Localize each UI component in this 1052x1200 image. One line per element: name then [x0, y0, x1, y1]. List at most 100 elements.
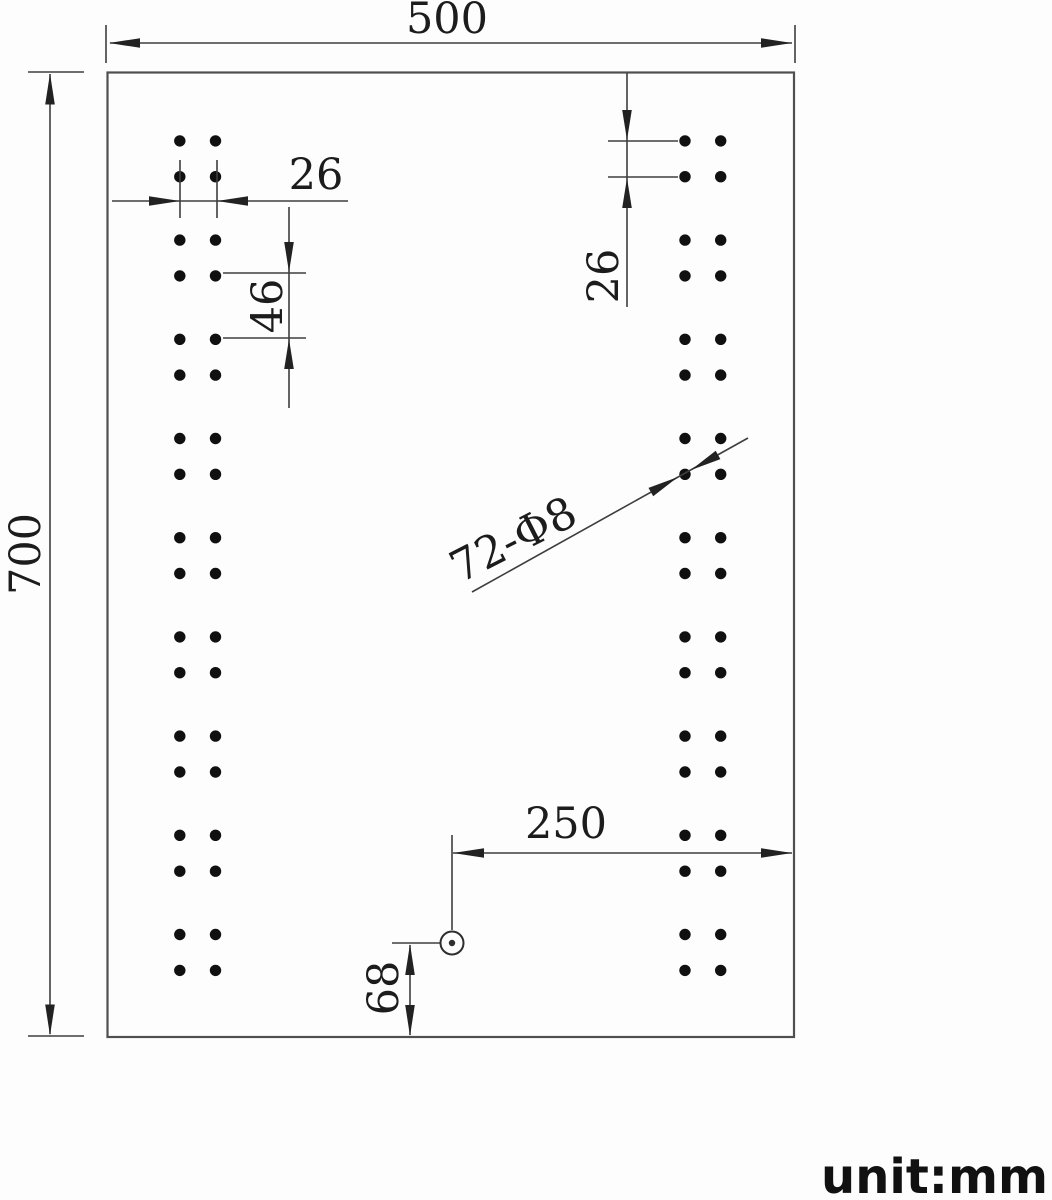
hole-dot [209, 171, 222, 183]
dim-datum-y-label: 68 [359, 961, 409, 1016]
dim-col-spacing: 26 [112, 150, 348, 218]
hole-dot [679, 829, 691, 841]
dim-col-spacing-label: 26 [289, 150, 344, 200]
arrowhead-upright-icon [648, 477, 678, 497]
hole-dot [715, 369, 727, 381]
hole-dot [715, 928, 727, 941]
hole-dot [209, 369, 222, 381]
hole-dot [715, 766, 727, 778]
hole-dot [174, 135, 186, 147]
hole-dot [715, 432, 727, 445]
hole-dot [209, 567, 222, 580]
hole-dot [715, 171, 727, 183]
hole-dot [174, 234, 186, 246]
hole-dot [679, 369, 691, 381]
dim-row-gap-label: 46 [243, 279, 293, 334]
arrowhead-up-icon [284, 339, 294, 369]
arrowhead-right-icon [761, 848, 792, 858]
hole-dot [174, 667, 186, 679]
hole-dot [715, 865, 727, 877]
hole-dot [174, 369, 186, 381]
hole-dot [209, 631, 222, 643]
hole-dot [209, 532, 222, 544]
hole-dot [209, 865, 222, 877]
dim-datum-y: 68 [359, 942, 440, 1036]
datum-circle-icon [439, 930, 465, 956]
hole-dot [715, 829, 727, 841]
hole-dot [209, 928, 222, 941]
datum-marker [439, 930, 465, 956]
dim-row-gap: 46 [223, 207, 306, 408]
arrowhead-down-icon [622, 110, 632, 140]
hole-dot [174, 532, 186, 544]
hole-callout-label: 72-Φ8 [442, 487, 585, 594]
hole-dot [679, 964, 691, 977]
hole-dot [679, 432, 691, 445]
hole-dot [715, 333, 727, 345]
arrowhead-up-icon [622, 178, 632, 208]
hole-dot [174, 964, 186, 977]
hole-dot [209, 135, 222, 147]
hole-dot [679, 234, 691, 246]
hole-dot [174, 270, 186, 282]
hole-dot [679, 567, 691, 580]
hole-dot [679, 766, 691, 778]
hole-group [174, 135, 727, 977]
hole-dot [715, 730, 727, 742]
hole-dot [715, 631, 727, 643]
arrowhead-downleft-icon [691, 450, 721, 470]
unit-label: unit:mm [821, 1149, 1048, 1200]
hole-dot [679, 135, 691, 147]
hole-dot [679, 667, 691, 679]
hole-dot [679, 532, 691, 544]
hole-dot [174, 631, 186, 643]
arrowhead-right-icon [761, 38, 792, 48]
hole-dot [715, 234, 727, 246]
arrowhead-left-icon [109, 38, 140, 48]
hole-callout-leader: 72-Φ8 [442, 437, 749, 594]
arrowhead-left-icon [217, 196, 248, 206]
hole-dot [715, 567, 727, 580]
hole-dot [715, 135, 727, 147]
hole-dot [209, 333, 222, 345]
hole-dot [679, 270, 691, 282]
dim-datum-x: 250 [451, 799, 792, 930]
dim-row-spacing: 26 [579, 73, 678, 307]
dim-height-label: 700 [1, 513, 51, 595]
hole-dot [209, 766, 222, 778]
hole-dot [679, 730, 691, 742]
hole-dot [679, 171, 691, 183]
hole-dot [209, 270, 222, 282]
arrowhead-right-icon [149, 196, 180, 206]
hole-dot [209, 432, 222, 445]
hole-dot [209, 829, 222, 841]
datum-center-dot-icon [448, 939, 456, 947]
hole-dot [715, 532, 727, 544]
dim-row-spacing-label: 26 [579, 249, 629, 304]
arrowhead-down-icon [284, 242, 294, 272]
hole-dot [209, 730, 222, 742]
hole-dot [679, 865, 691, 877]
hole-dot [174, 865, 186, 877]
hole-dot [715, 270, 727, 282]
hole-dot [174, 333, 186, 345]
hole-dot [174, 928, 186, 941]
hole-dot [174, 567, 186, 580]
hole-dot [174, 730, 186, 742]
arrowhead-up-icon [45, 73, 55, 105]
hole-dot [679, 333, 691, 345]
dim-height: 700 [1, 71, 84, 1037]
hole-dot [715, 964, 727, 977]
hole-dot [174, 766, 186, 778]
hole-dot [209, 667, 222, 679]
arrowhead-left-icon [453, 848, 484, 858]
plate-outline [106, 71, 796, 1039]
hole-dot [209, 964, 222, 977]
hole-dot [679, 631, 691, 643]
hole-dot [209, 234, 222, 246]
hole-dot [715, 667, 727, 679]
hole-dot [209, 468, 222, 480]
arrowhead-down-icon [45, 1004, 55, 1036]
